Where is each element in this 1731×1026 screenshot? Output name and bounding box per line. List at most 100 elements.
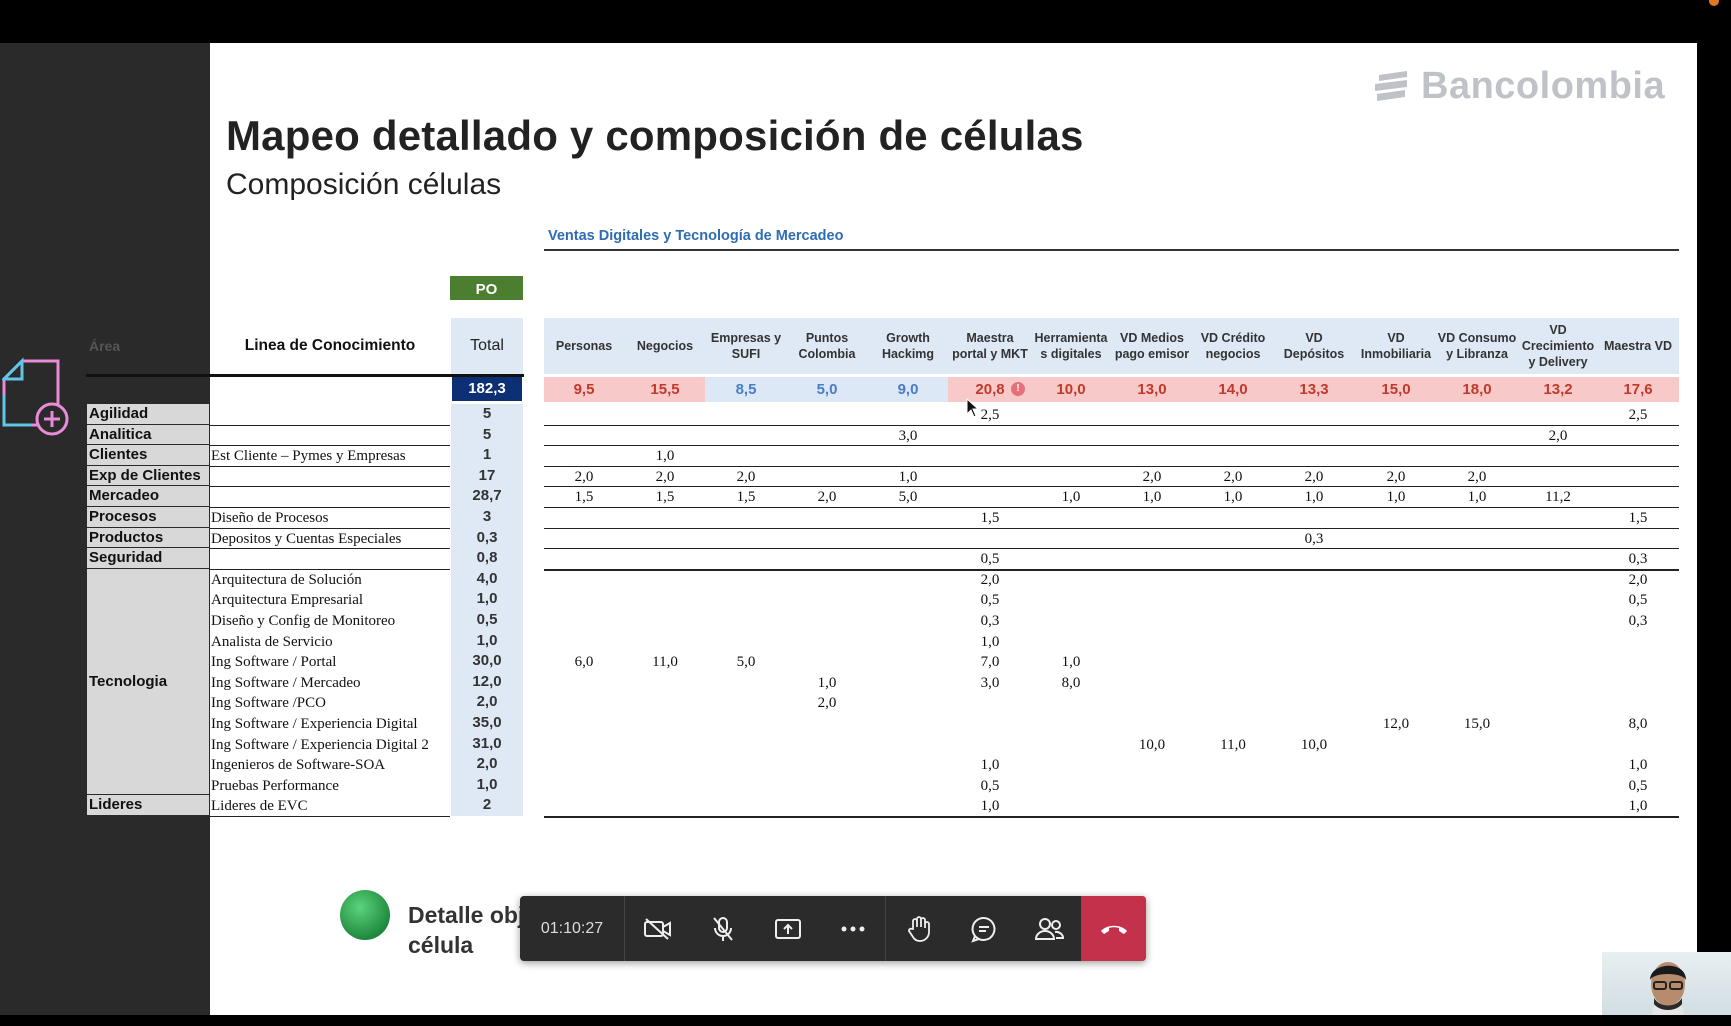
row-total: 0,5 (451, 610, 523, 631)
table-cell: 2,0 (655, 468, 675, 485)
table-cell: 6,0 (574, 654, 594, 671)
table-cell: 2,0 (1304, 468, 1324, 485)
table-cell: 1,0 (1628, 798, 1648, 815)
linea-cell: Ingenieros de Software-SOA (211, 757, 386, 774)
table-cell: 2,0 (736, 468, 756, 485)
table-cell: 11,0 (1220, 736, 1246, 753)
row-separator (210, 527, 450, 529)
linea-cell: Analista de Servicio (211, 633, 333, 650)
camera-off-button[interactable] (625, 896, 690, 961)
notification-dot (1709, 0, 1719, 6)
alert-icon: ! (1011, 382, 1025, 396)
table-cell: 10,0 (1300, 736, 1328, 753)
more-options-button[interactable] (820, 896, 885, 961)
table-cell: 1,0 (1304, 489, 1324, 506)
add-file-icon[interactable] (2, 355, 72, 437)
slide-title: Mapeo detallado y composición de células (226, 112, 1084, 159)
column-subheader: VD Crecimiento y Delivery (1521, 323, 1595, 369)
table-cell: 7,0 (980, 654, 1000, 671)
linea-cell: Est Cliente – Pymes y Empresas (211, 448, 406, 465)
mic-off-button[interactable] (690, 896, 755, 961)
area-label: Procesos (87, 507, 209, 527)
area-label: Exp de Clientes (87, 465, 209, 486)
chat-button[interactable] (951, 896, 1016, 961)
table-cell: 11,2 (1545, 489, 1571, 506)
table-cell: 2,0 (1223, 468, 1243, 485)
table-cell: 1,0 (817, 674, 837, 691)
table-cell: 1,5 (655, 489, 675, 506)
table-cell: 2,0 (1628, 571, 1648, 588)
row-separator (210, 548, 450, 550)
row-separator (544, 568, 1679, 571)
row-separator (210, 486, 450, 488)
table-cell: 0,5 (1628, 777, 1648, 794)
table-cell: 2,0 (817, 489, 837, 506)
row-total: 2 (451, 795, 523, 816)
table-cell: 0,5 (980, 777, 1000, 794)
table-cell: 3,0 (898, 427, 918, 444)
column-subheader: VD Medios pago emisor (1114, 331, 1190, 361)
table-cell: 1,5 (980, 510, 1000, 526)
table-cell: 2,0 (817, 695, 837, 712)
column-total: 9,5 (573, 381, 595, 398)
raise-hand-icon (907, 915, 930, 942)
table-cell: 12,0 (1382, 716, 1410, 732)
table-cell: 0,3 (1628, 551, 1648, 568)
detail-line-2: célula (408, 932, 474, 958)
row-separator (210, 424, 450, 426)
row-total: 30,0 (451, 651, 523, 672)
share-screen-button[interactable] (755, 896, 820, 961)
column-total: 13,2 (1543, 381, 1573, 398)
column-subheader: Puntos Colombia (798, 331, 856, 361)
linea-cell: Pruebas Performance (211, 777, 339, 794)
column-total: 14,0 (1218, 381, 1248, 398)
column-subheader: VD Crédito negocios (1200, 331, 1266, 361)
area-label: Seguridad (87, 548, 209, 568)
top-bar (0, 0, 1731, 43)
row-separator (210, 507, 450, 508)
area-label: Clientes (87, 445, 209, 465)
column-total: 15,0 (1381, 381, 1411, 398)
table-cell: 0,5 (980, 592, 1000, 609)
table-cell: 1,0 (980, 798, 1000, 815)
area-label: Mercadeo (87, 486, 209, 506)
row-separator (544, 465, 1679, 467)
row-total: 2,0 (451, 754, 523, 775)
bancolombia-logo: Bancolombia (1373, 64, 1665, 108)
table-cell: 0,5 (1628, 592, 1648, 609)
table-cell: 1,0 (898, 468, 918, 485)
participants-icon (1034, 917, 1064, 940)
row-separator (544, 816, 1679, 818)
raise-hand-button[interactable] (886, 896, 951, 961)
row-total: 0,3 (451, 527, 523, 549)
table-cell: 1,5 (736, 489, 756, 506)
subheader-band (544, 318, 1679, 374)
row-total: 1,0 (451, 774, 523, 796)
participants-button[interactable] (1016, 896, 1081, 961)
table-cell: 2,5 (1628, 407, 1648, 423)
column-subheader: Maestra VD (1603, 339, 1673, 353)
table-cell: 2,0 (1142, 468, 1162, 485)
hang-up-button[interactable] (1081, 896, 1146, 961)
table-cell: 15,0 (1463, 716, 1491, 732)
linea-cell: Arquitectura de Solución (211, 571, 362, 588)
table-cell: 0,3 (1304, 530, 1324, 547)
bottom-bar (0, 1015, 1731, 1026)
column-subheader: VD Depósitos (1283, 331, 1345, 361)
row-total: 2,0 (451, 692, 523, 713)
green-status-bullet-icon (340, 890, 390, 940)
row-total: 35,0 (451, 713, 523, 734)
row-total: 4,0 (451, 568, 523, 590)
table-cell: 0,3 (980, 613, 1000, 629)
table-cell: 2,5 (980, 407, 1000, 423)
row-separator (210, 465, 450, 467)
table-cell: 2,0 (574, 468, 594, 485)
table-cell: 1,5 (574, 489, 594, 506)
table-cell: 2,0 (1467, 468, 1487, 485)
column-subheader: Empresas y SUFI (710, 331, 782, 361)
linea-cell: Diseño de Procesos (211, 510, 329, 526)
column-total: 5,0 (816, 381, 838, 398)
row-separator (544, 445, 1679, 447)
linea-cell: Ing Software / Experiencia Digital 2 (211, 736, 429, 753)
linea-header: Linea de Conocimiento (244, 337, 416, 354)
